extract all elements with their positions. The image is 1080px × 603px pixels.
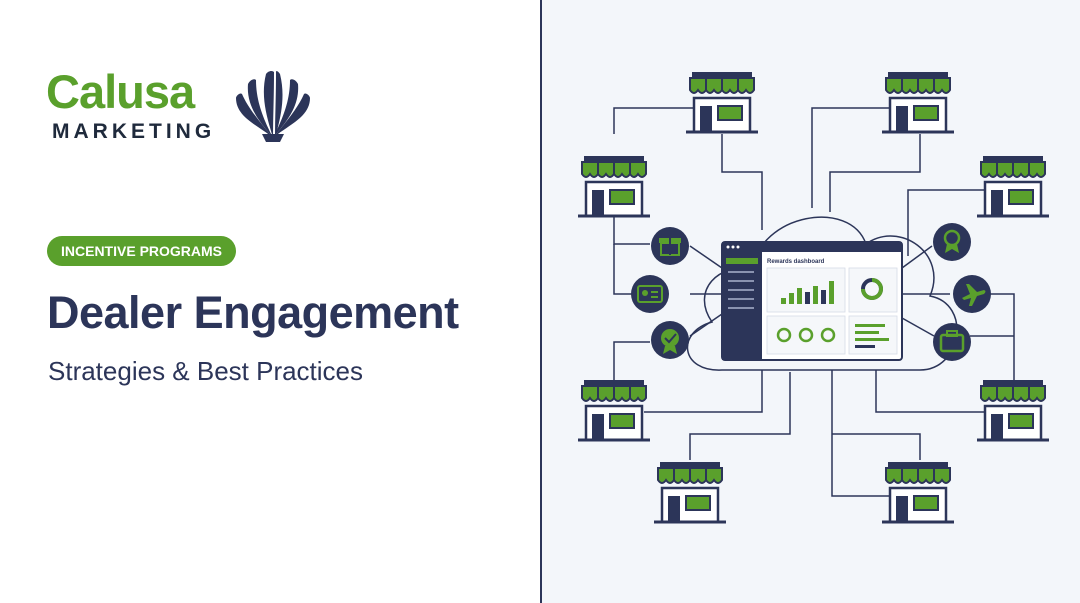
page-title: Dealer Engagement bbox=[47, 287, 459, 338]
briefcase-icon bbox=[933, 323, 971, 361]
page-subtitle: Strategies & Best Practices bbox=[48, 356, 364, 386]
storefront-icon bbox=[975, 378, 1051, 442]
storefront-icon bbox=[880, 460, 956, 524]
award-ribbon-icon bbox=[933, 223, 971, 261]
left-panel: Calusa MARKETING INCENTIVE PROGRAMS Deal… bbox=[46, 65, 460, 386]
logo-wordmark: Calusa bbox=[46, 65, 195, 118]
storefront-icon bbox=[576, 378, 652, 442]
dealer-network-diagram: Rewards dashboard bbox=[576, 70, 1051, 524]
category-badge: INCENTIVE PROGRAMS bbox=[47, 236, 237, 266]
panel-divider bbox=[540, 0, 542, 603]
network-connectors bbox=[613, 107, 1015, 497]
storefront-icon bbox=[880, 70, 956, 134]
storefront-icon bbox=[652, 460, 728, 524]
logo-tagline: MARKETING bbox=[52, 120, 216, 143]
airplane-icon bbox=[953, 275, 991, 313]
gift-icon bbox=[651, 227, 689, 265]
storefront-icon bbox=[576, 154, 652, 218]
scallop-shell-icon bbox=[236, 70, 310, 142]
dashboard-title: Rewards dashboard bbox=[767, 259, 825, 265]
storefront-icon bbox=[975, 154, 1051, 218]
id-card-icon bbox=[631, 275, 669, 313]
rewards-dashboard-window: Rewards dashboard bbox=[721, 241, 903, 361]
verified-badge-icon bbox=[651, 321, 689, 359]
storefront-icon bbox=[684, 70, 760, 134]
